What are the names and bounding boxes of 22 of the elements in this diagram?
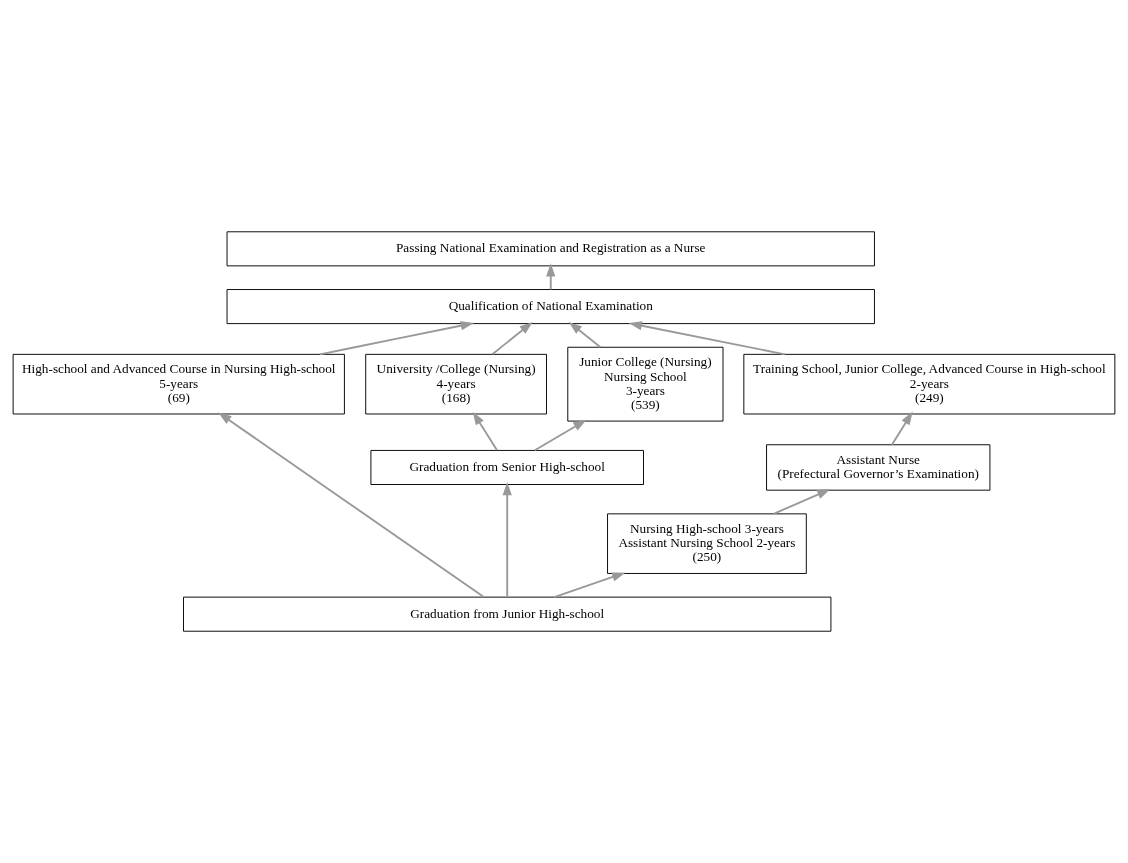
arrow (772, 489, 831, 515)
node-box: Graduation from Junior High-school (183, 596, 832, 632)
arrow (218, 412, 485, 598)
arrow (319, 321, 474, 356)
node-box: University /College (Nursing) 4-years (168) (365, 353, 547, 415)
arrow (491, 321, 533, 356)
arrow (891, 411, 913, 446)
node-box: Assistant Nurse (Prefectural Governor’s Examination) (766, 444, 991, 491)
arrow (568, 321, 602, 349)
node-box: Passing National Examination and Registration as a Nurse (226, 231, 875, 267)
arrow (546, 263, 556, 291)
arrow (472, 411, 498, 451)
arrow (533, 419, 587, 452)
node-box: Junior College (Nursing) Nursing School 3-years (539) (567, 346, 724, 422)
arrow (553, 572, 626, 598)
arrow (628, 321, 786, 356)
node-box: Nursing High-school 3-years Assistant Nursing School 2-years (250) (607, 513, 807, 574)
node-box: Graduation from Senior High-school (370, 449, 644, 485)
node-box: Training School, Junior College, Advanced Course in High-school 2-years (249) (743, 353, 1116, 415)
node-box: High-school and Advanced Course in Nursing High-school 5-years (69) (12, 353, 345, 415)
node-box: Qualification of National Examination (226, 289, 875, 325)
arrow (502, 482, 512, 598)
